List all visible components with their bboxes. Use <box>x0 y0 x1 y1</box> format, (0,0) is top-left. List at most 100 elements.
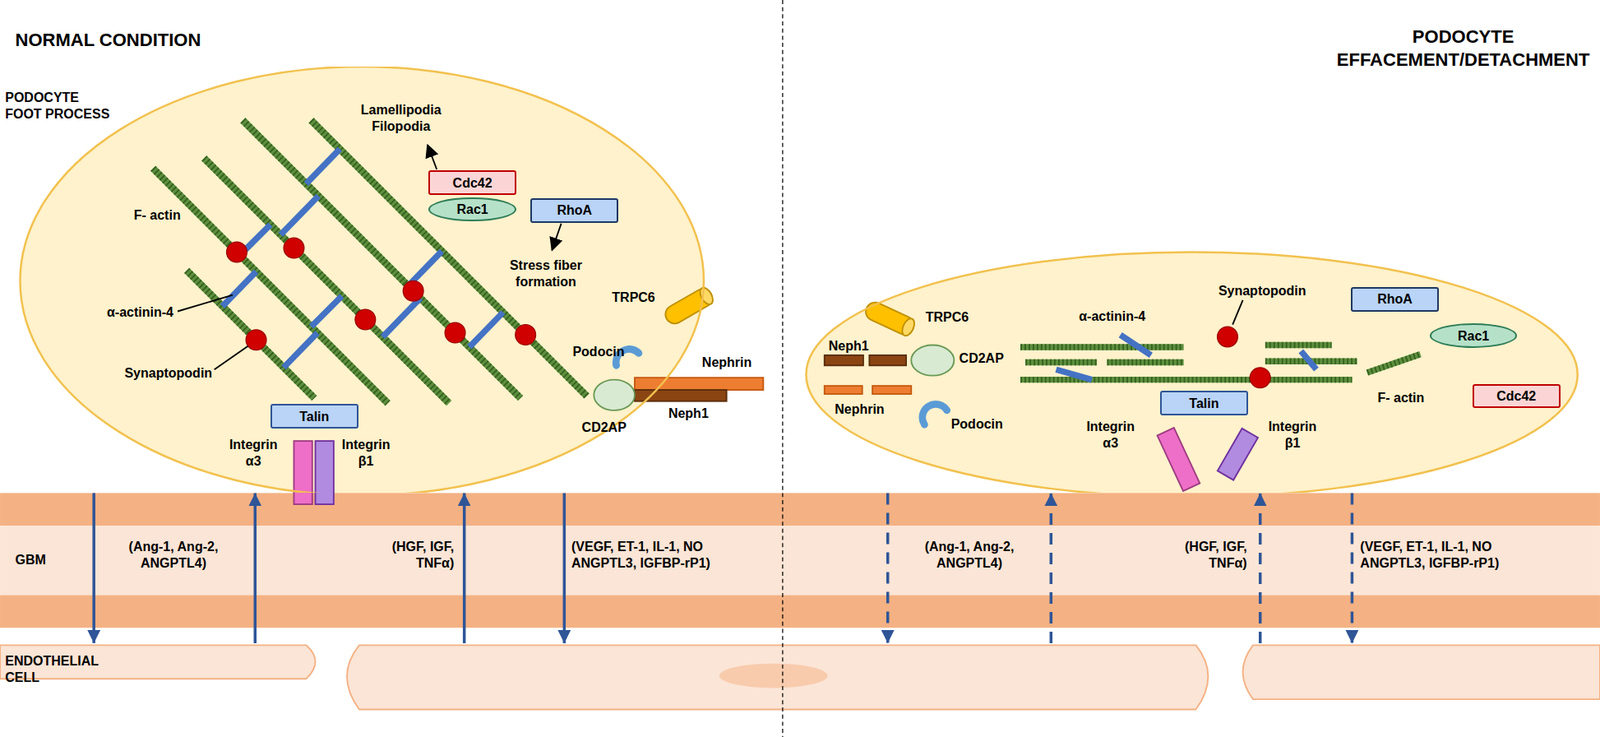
label: Nephrin <box>702 354 752 371</box>
protein-box: Rac1 <box>1429 323 1518 348</box>
trpc6-body <box>661 285 716 327</box>
synaptopodin-dot <box>1217 326 1239 347</box>
label: Integrin α3 <box>229 436 278 470</box>
podocin-crescent <box>922 403 948 425</box>
label: TRPC6 <box>925 309 969 326</box>
label: Integrin β1 <box>342 436 391 470</box>
label: Podocin <box>572 343 625 361</box>
label: Stress fiber formation <box>498 257 593 291</box>
neph1-bar <box>634 389 727 402</box>
label: NORMAL CONDITION <box>15 28 202 52</box>
protein-box: Rac1 <box>428 197 517 222</box>
signal-arrow <box>427 144 437 170</box>
integrin-alpha3-body <box>1157 427 1201 491</box>
label: Nephrin <box>834 401 884 418</box>
label: TRPC6 <box>611 289 655 306</box>
neph1-bar <box>869 355 907 366</box>
label: Integrin β1 <box>1268 418 1318 452</box>
label: Neph1 <box>668 405 709 422</box>
podocyte-body <box>805 252 1577 498</box>
synaptopodin-dot <box>444 322 466 343</box>
synaptopodin-dot <box>515 324 537 346</box>
label: Integrin α3 <box>1086 418 1135 452</box>
cd2ap-protein <box>910 344 954 375</box>
label: α-actinin-4 <box>1078 308 1146 325</box>
region-heading: PODOCYTE EFFACEMENT/DETACHMENT <box>1331 25 1596 71</box>
protein-box: RhoA <box>530 198 619 223</box>
label: (VEGF, ET-1, IL-1, NO ANGPTL3, IGFBP-rP1… <box>1359 538 1537 572</box>
label: CD2AP <box>959 350 1004 367</box>
cell-region: ENDOTHELIAL CELL <box>0 642 1600 715</box>
synaptopodin-dot <box>226 241 248 263</box>
cd2ap-protein <box>593 379 635 411</box>
protein-box: Talin <box>1160 390 1249 416</box>
secretion-arrow <box>886 492 890 643</box>
label: (Ang-1, Ang-2, ANGPTL4) <box>907 538 1032 572</box>
protein-box: RhoA <box>1350 286 1439 312</box>
label: Podocin <box>951 416 1004 433</box>
trpc6-end <box>899 316 917 338</box>
podocyte-body <box>20 66 704 495</box>
trpc6-channel <box>862 299 917 338</box>
label: CD2AP <box>582 419 627 436</box>
label: Synaptopodin <box>1218 282 1307 300</box>
integrin-alpha3 <box>293 440 312 505</box>
secretion-arrow <box>462 492 467 643</box>
label: Lamellipodia Filopodia <box>360 101 442 135</box>
cell-region: RhoARac1Cdc42TalinPODOCYTE EFFACEMENT/DE… <box>804 249 1580 493</box>
cell-outline <box>804 249 1580 493</box>
secretion-arrow <box>1258 492 1263 643</box>
leader-line <box>214 346 249 370</box>
secretion-arrow <box>254 492 258 643</box>
trpc6-end <box>697 285 716 307</box>
label: F- actin <box>1377 389 1425 407</box>
leader-line <box>177 295 233 312</box>
label: α-actinin-4 <box>106 304 174 321</box>
neph1-bar <box>824 355 864 366</box>
box-text: Cdc42 <box>1496 388 1536 404</box>
integrin-beta1 <box>1217 428 1258 481</box>
box-text: Cdc42 <box>453 175 493 191</box>
protein-box: Cdc42 <box>1472 383 1561 409</box>
nephrin-bar <box>872 385 911 394</box>
integrin-alpha3 <box>1157 427 1201 491</box>
signal-arrow <box>551 223 561 250</box>
secretion-arrow <box>92 492 96 643</box>
synaptopodin-dot <box>1249 367 1271 389</box>
synaptopodin-dot <box>355 309 376 330</box>
label: GBM <box>15 551 47 569</box>
secretion-arrow <box>563 492 567 643</box>
secretion-arrow <box>1049 492 1054 643</box>
synaptopodin-dots <box>226 237 537 351</box>
alpha-actinin-crosslink <box>1055 334 1316 380</box>
gbm-layer <box>0 525 1600 595</box>
label: Neph1 <box>828 337 870 355</box>
label: (VEGF, ET-1, IL-1, NO ANGPTL3, IGFBP-rP1… <box>571 538 749 572</box>
region-heading: PODOCYTE FOOT PROCESS <box>4 89 116 123</box>
integrin-beta1-body <box>1217 428 1258 481</box>
leader-line <box>1232 300 1243 325</box>
box-text: Talin <box>1188 395 1219 412</box>
synaptopodin-dot <box>245 329 267 351</box>
integrin-beta1 <box>315 440 334 505</box>
label: (HGF, IGF, TNFα) <box>1152 538 1248 572</box>
box-text: Talin <box>299 408 329 425</box>
box-text: RhoA <box>556 202 592 218</box>
label: (HGF, IGF, TNFα) <box>359 538 454 572</box>
label: (Ang-1, Ang-2, ANGPTL4) <box>111 538 236 572</box>
box-text: RhoA <box>1377 291 1413 307</box>
synaptopodin-dot <box>283 237 305 259</box>
panel-divider <box>781 0 783 737</box>
trpc6-body <box>862 299 917 338</box>
label: F- actin <box>134 207 181 224</box>
box-text: Rac1 <box>1457 328 1490 344</box>
box-text: Rac1 <box>456 201 488 218</box>
protein-box: Talin <box>270 403 359 429</box>
region-heading: ENDOTHELIAL CELL <box>4 652 98 686</box>
endothelial-cell <box>1243 644 1600 699</box>
protein-box: Cdc42 <box>428 170 517 195</box>
endothelial-cell <box>346 644 1208 709</box>
cell-membrane <box>805 252 1577 494</box>
